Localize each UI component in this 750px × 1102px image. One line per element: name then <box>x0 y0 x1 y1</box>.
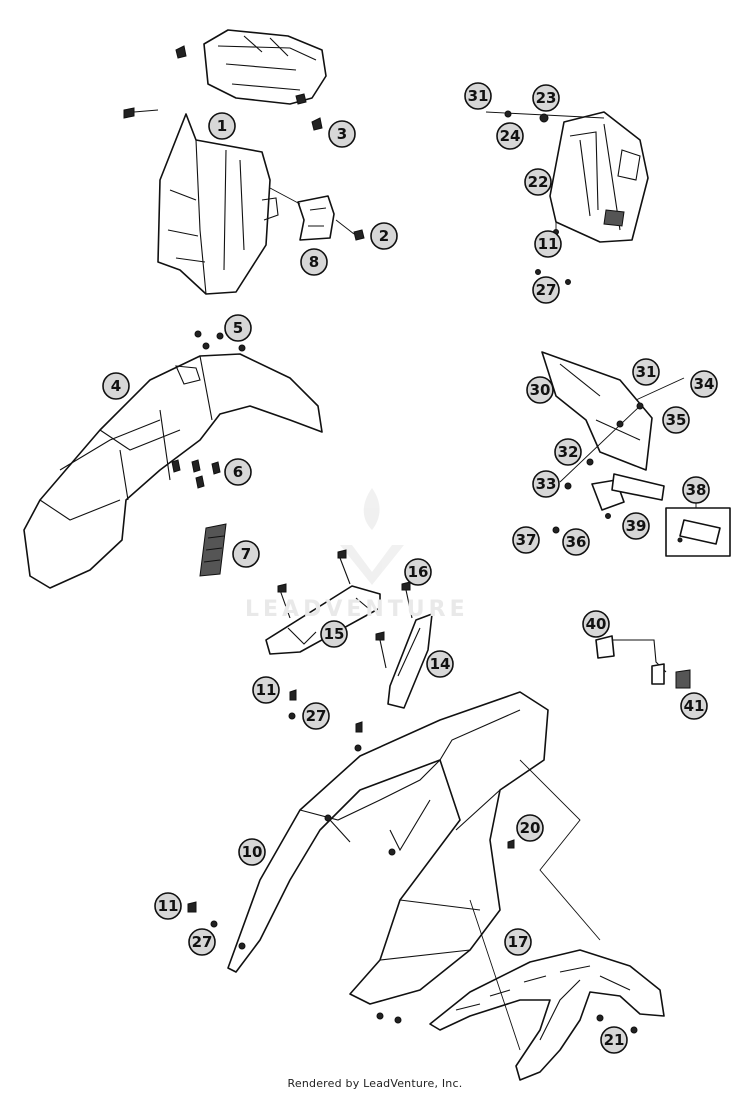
svg-text:2: 2 <box>379 227 389 245</box>
svg-text:3: 3 <box>337 125 347 143</box>
svg-text:32: 32 <box>558 443 579 461</box>
callout-3: 3 <box>328 120 356 148</box>
bracket-8 <box>297 195 335 241</box>
svg-text:27: 27 <box>306 707 327 725</box>
callout-17: 17 <box>504 928 532 956</box>
callout-1: 1 <box>208 112 236 140</box>
svg-text:34: 34 <box>694 375 715 393</box>
callout-10: 10 <box>238 838 266 866</box>
svg-text:36: 36 <box>566 533 587 551</box>
callout-6: 6 <box>224 458 252 486</box>
reflector-7 <box>199 523 227 577</box>
callout-35: 35 <box>662 406 690 434</box>
callout-7: 7 <box>232 540 260 568</box>
render-credit: Rendered by LeadVenture, Inc. <box>287 1077 463 1090</box>
holder-14 <box>375 581 433 709</box>
callout-30: 30 <box>526 376 554 404</box>
svg-text:14: 14 <box>430 655 451 673</box>
svg-text:11: 11 <box>158 897 179 915</box>
front-fender <box>23 330 323 589</box>
svg-text:38: 38 <box>686 481 707 499</box>
svg-text:20: 20 <box>520 819 541 837</box>
callout-40: 40 <box>582 610 610 638</box>
callout-21: 21 <box>600 1026 628 1054</box>
watermark-logo <box>340 488 404 585</box>
callout-4: 4 <box>102 372 130 400</box>
svg-text:4: 4 <box>111 377 121 395</box>
svg-text:11: 11 <box>538 235 559 253</box>
svg-text:7: 7 <box>241 545 251 563</box>
svg-text:21: 21 <box>604 1031 625 1049</box>
reflector-kit-38 <box>665 502 731 557</box>
callout-33: 33 <box>532 470 560 498</box>
svg-text:11: 11 <box>256 681 277 699</box>
svg-text:17: 17 <box>508 933 529 951</box>
svg-text:5: 5 <box>233 319 243 337</box>
svg-text:15: 15 <box>324 625 345 643</box>
svg-text:27: 27 <box>192 933 213 951</box>
svg-text:1: 1 <box>217 117 227 135</box>
callout-27: 27 <box>532 276 560 304</box>
callout-14: 14 <box>426 650 454 678</box>
rear-fender <box>187 689 549 1024</box>
svg-text:10: 10 <box>242 843 263 861</box>
headlight-housing <box>175 29 327 105</box>
svg-text:22: 22 <box>528 173 549 191</box>
svg-text:37: 37 <box>516 531 537 549</box>
callout-41: 41 <box>680 692 708 720</box>
callout-31: 31 <box>464 82 492 110</box>
callout-34: 34 <box>690 370 718 398</box>
callout-20: 20 <box>516 814 544 842</box>
bracket-39 <box>591 473 665 519</box>
svg-text:31: 31 <box>636 363 657 381</box>
headlight-mask <box>157 113 279 295</box>
mudguard-17 <box>429 949 665 1081</box>
svg-text:40: 40 <box>586 615 607 633</box>
callout-31: 31 <box>632 358 660 386</box>
callout-37: 37 <box>512 526 540 554</box>
callout-16: 16 <box>404 558 432 586</box>
holder-15 <box>265 549 381 655</box>
callout-24: 24 <box>496 122 524 150</box>
callout-32: 32 <box>554 438 582 466</box>
screws-top <box>123 107 365 241</box>
callout-39: 39 <box>622 512 650 540</box>
callout-11: 11 <box>534 230 562 258</box>
watermark-text: LEADVENTURE <box>245 597 469 622</box>
callout-11: 11 <box>252 676 280 704</box>
svg-text:30: 30 <box>530 381 551 399</box>
bracket-40 <box>595 635 691 689</box>
svg-text:33: 33 <box>536 475 557 493</box>
callout-23: 23 <box>532 84 560 112</box>
callout-15: 15 <box>320 620 348 648</box>
svg-text:16: 16 <box>408 563 429 581</box>
callout-22: 22 <box>524 168 552 196</box>
svg-text:39: 39 <box>626 517 647 535</box>
callout-5: 5 <box>224 314 252 342</box>
callout-27: 27 <box>302 702 330 730</box>
svg-text:35: 35 <box>666 411 687 429</box>
svg-text:24: 24 <box>500 127 521 145</box>
callout-2: 2 <box>370 222 398 250</box>
svg-text:23: 23 <box>536 89 557 107</box>
callout-38: 38 <box>682 476 710 504</box>
callout-36: 36 <box>562 528 590 556</box>
svg-text:27: 27 <box>536 281 557 299</box>
svg-text:6: 6 <box>233 463 243 481</box>
callout-27: 27 <box>188 928 216 956</box>
svg-text:8: 8 <box>309 253 319 271</box>
leader-lines <box>469 759 601 1051</box>
license-plate-30 <box>541 351 685 534</box>
svg-text:41: 41 <box>684 697 705 715</box>
callout-8: 8 <box>300 248 328 276</box>
callout-11: 11 <box>154 892 182 920</box>
number-plate-bracket-22 <box>485 110 649 285</box>
svg-text:31: 31 <box>468 87 489 105</box>
